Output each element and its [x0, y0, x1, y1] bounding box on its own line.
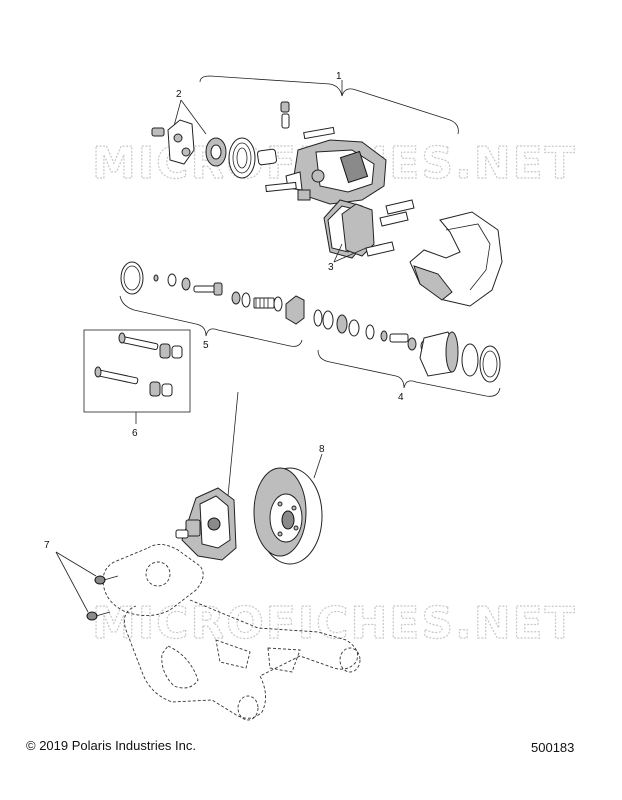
bracket-1	[199, 75, 459, 135]
caliper-seal-kit	[120, 261, 305, 325]
caliper-mounting-bracket	[409, 211, 503, 307]
leader-7a	[55, 551, 97, 577]
caliper-assembled	[175, 487, 237, 561]
callout-5: 5	[203, 340, 209, 351]
pin-boot-kit-box	[83, 329, 191, 413]
leader-8	[313, 453, 323, 479]
brake-pads	[323, 199, 375, 259]
caliper-housing	[265, 126, 387, 205]
callout-6: 6	[132, 428, 138, 439]
pad-clips	[365, 199, 415, 257]
mounting-bolts	[86, 575, 119, 621]
caliper-piston	[419, 331, 501, 383]
callout-4: 4	[398, 392, 404, 403]
guide-pins-and-boots	[94, 332, 183, 397]
leader-3a	[333, 243, 343, 263]
piston-sleeve	[257, 148, 277, 166]
caliper-bracket-bolt-set	[151, 119, 227, 167]
bracket-4	[317, 349, 501, 397]
drawing-number: 500183	[531, 740, 575, 755]
callout-3: 3	[328, 262, 334, 273]
explode-line	[227, 391, 239, 497]
leader-2a	[173, 99, 182, 127]
leader-2b	[180, 99, 207, 135]
leader-3b	[333, 247, 367, 263]
piston-seal-kit	[313, 309, 428, 352]
bleeder-valve	[280, 101, 290, 129]
copyright-notice: © 2019 Polaris Industries Inc.	[26, 738, 196, 753]
watermark-bottom: MICROFICHES.NET	[92, 598, 577, 649]
callout-2: 2	[176, 89, 182, 100]
callout-1: 1	[336, 71, 342, 82]
spring-coil	[228, 137, 256, 179]
callout-8: 8	[319, 444, 325, 455]
brake-disc	[253, 467, 323, 565]
callout-7: 7	[44, 540, 50, 551]
bracket-5	[119, 295, 303, 347]
leader-7b	[55, 551, 89, 613]
